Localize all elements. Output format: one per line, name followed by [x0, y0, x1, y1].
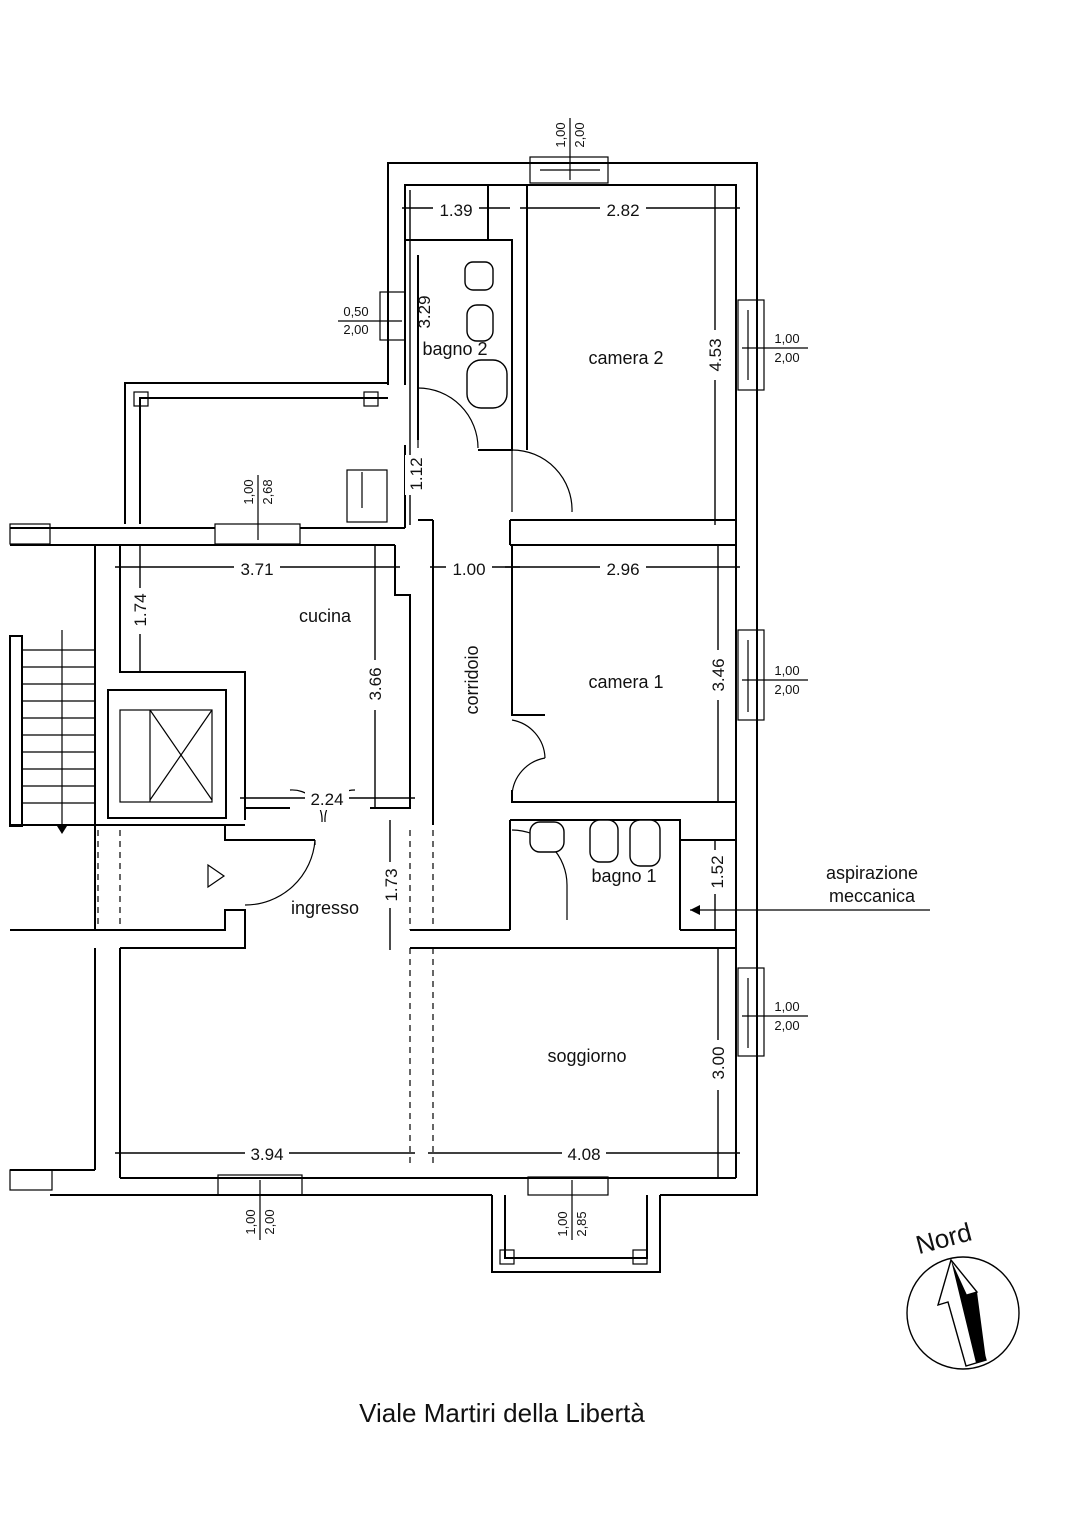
staircase — [22, 630, 95, 834]
window-height-label: 2,00 — [262, 1209, 277, 1234]
room-label-bagno-1: bagno 1 — [591, 866, 656, 886]
room-label-soggiorno: soggiorno — [547, 1046, 626, 1066]
room-label-cucina: cucina — [299, 606, 352, 626]
window-width-label: 1,00 — [243, 1209, 258, 1234]
window-height-label: 2,00 — [572, 122, 587, 147]
room-label-bagno-2: bagno 2 — [422, 339, 487, 359]
dimension-labels: 1.39 2.82 3.29 4.53 1.12 3.71 1.00 2.96 … — [128, 198, 729, 1165]
dim-label: 3.29 — [415, 295, 434, 328]
dim-label: 3.94 — [250, 1145, 283, 1164]
window-width-label: 1,00 — [774, 999, 799, 1014]
dim-label: 4.53 — [706, 338, 725, 371]
window-height-label: 2,00 — [774, 1018, 799, 1033]
dim-label: 3.46 — [709, 658, 728, 691]
bathroom-fixtures — [464, 261, 661, 867]
dim-label: 2.82 — [606, 201, 639, 220]
window-height-label: 2,00 — [774, 350, 799, 365]
window-width-label: 1,00 — [774, 663, 799, 678]
window-labels: 1,00 2,00 0,50 2,00 1,00 2,00 1,00 2,68 … — [241, 118, 808, 1240]
window-height-label: 2,85 — [574, 1211, 589, 1236]
walls — [9, 162, 758, 1273]
street-label: Viale Martiri della Libertà — [359, 1398, 645, 1428]
window-width-label: 1,00 — [555, 1211, 570, 1236]
doors — [207, 387, 573, 920]
dim-label: 1.12 — [407, 457, 426, 490]
dim-label: 3.00 — [709, 1046, 728, 1079]
window-height-label: 2,68 — [260, 479, 275, 504]
dim-label: 2.24 — [310, 790, 343, 809]
dim-label: 1.74 — [131, 593, 150, 626]
dim-label: 1.52 — [708, 855, 727, 888]
ventilation-annotation: aspirazione meccanica — [690, 863, 930, 915]
window-width-label: 0,50 — [343, 304, 368, 319]
compass-label: Nord — [913, 1217, 975, 1261]
dim-label: 1.39 — [439, 201, 472, 220]
room-label-camera-1: camera 1 — [588, 672, 663, 692]
room-labels: camera 2 bagno 2 cucina corridoio camera… — [291, 339, 664, 1066]
dim-label: 1.00 — [452, 560, 485, 579]
room-label-camera-2: camera 2 — [588, 348, 663, 368]
north-compass: Nord — [906, 1217, 1020, 1370]
annotation-line-2: meccanica — [829, 886, 916, 906]
room-label-corridoio: corridoio — [462, 645, 482, 714]
dim-label: 3.66 — [366, 667, 385, 700]
annotation-line-1: aspirazione — [826, 863, 918, 883]
dim-label: 4.08 — [567, 1145, 600, 1164]
dim-label: 2.96 — [606, 560, 639, 579]
dim-label: 1.73 — [382, 868, 401, 901]
window-height-label: 2,00 — [774, 682, 799, 697]
window-width-label: 1,00 — [553, 122, 568, 147]
dim-label: 3.71 — [240, 560, 273, 579]
window-width-label: 1,00 — [241, 479, 256, 504]
window-height-label: 2,00 — [343, 322, 368, 337]
room-label-ingresso: ingresso — [291, 898, 359, 918]
window-width-label: 1,00 — [774, 331, 799, 346]
